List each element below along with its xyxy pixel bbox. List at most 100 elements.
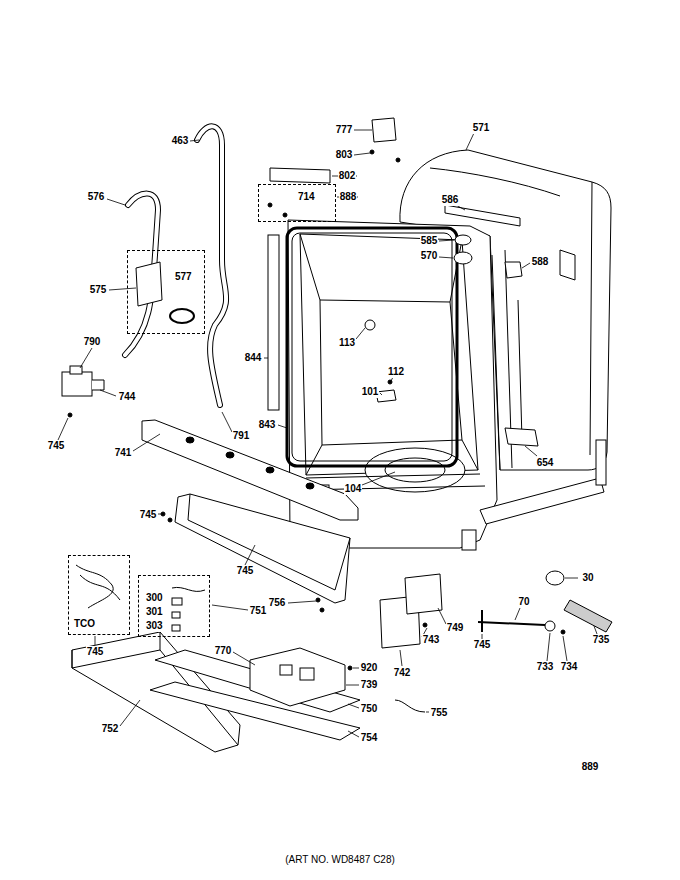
leader-line — [594, 626, 597, 634]
callout-number: 576 — [87, 191, 106, 203]
latch-bracket — [372, 118, 396, 142]
leader-line — [439, 257, 453, 258]
callout-number: 301 — [145, 606, 164, 618]
art-number-note: (ART NO. WD8487 C28) — [284, 854, 396, 866]
callout-number: 585 — [420, 235, 439, 247]
small-parts — [564, 600, 612, 632]
callout-number: 300 — [145, 592, 164, 604]
callout-number: 463 — [171, 135, 190, 147]
leader-line — [58, 418, 68, 440]
control-brackets — [150, 648, 360, 740]
callout-number: 791 — [232, 430, 251, 442]
callout-number: 112 — [387, 366, 405, 378]
hoses — [125, 126, 226, 405]
small-parts — [423, 623, 427, 627]
front-frame — [320, 300, 462, 445]
callout-number: 745 — [86, 646, 105, 658]
water-valve — [92, 380, 104, 390]
callout-number: 735 — [592, 634, 611, 646]
hose-bracket — [170, 309, 194, 323]
control-brackets — [300, 668, 314, 680]
callout-number: 770 — [214, 645, 233, 657]
leader-line — [245, 545, 255, 565]
callout-number: 571 — [472, 122, 491, 134]
leader-line — [212, 605, 248, 610]
tub-parts — [505, 262, 522, 278]
latch-bracket — [396, 158, 400, 162]
latch-bracket — [268, 203, 272, 207]
callout-number: 745 — [473, 639, 492, 651]
leader-line — [278, 425, 287, 428]
callout-number: 756 — [268, 597, 287, 609]
leader-line — [362, 472, 395, 485]
wire-harness — [76, 565, 113, 608]
toe-kick-panel — [142, 420, 358, 520]
callout-number: 745 — [236, 565, 255, 577]
wire-harness — [172, 587, 205, 591]
callout-number: 654 — [536, 457, 555, 469]
base-frame — [480, 478, 604, 524]
front-frame — [365, 448, 465, 492]
callout-number: 754 — [360, 732, 379, 744]
leader-line — [264, 358, 268, 359]
callout-number: 570 — [420, 250, 439, 262]
callout-number: TCO — [73, 618, 96, 630]
leader-line — [95, 636, 96, 645]
callout-number: 714 — [297, 191, 316, 203]
leader-line — [522, 263, 530, 268]
callout-number: 101 — [361, 386, 380, 398]
callout-number: 70 — [517, 596, 530, 608]
small-parts — [395, 700, 425, 712]
toe-kick-panel — [306, 483, 314, 489]
tub-parts — [365, 320, 375, 330]
callout-number: 889 — [581, 761, 600, 773]
leader-line — [288, 601, 316, 603]
leader-line — [158, 514, 162, 515]
wire-harness — [172, 612, 180, 618]
leader-line — [58, 130, 597, 737]
latch-bracket — [268, 118, 400, 217]
leader-line — [565, 578, 578, 579]
dashed-group-box: TCO — [68, 555, 130, 635]
door-gasket — [287, 228, 457, 466]
wire-harness — [80, 575, 120, 600]
callout-number: 577 — [174, 271, 193, 283]
callout-number: 743 — [422, 634, 441, 646]
tub-parts — [365, 205, 538, 446]
leader-line — [426, 712, 429, 713]
dashed-group-box: 300301303 — [138, 575, 210, 637]
leader-line — [354, 153, 370, 155]
small-parts — [478, 622, 545, 625]
callout-number: 790 — [83, 336, 102, 348]
leader-line — [348, 704, 359, 708]
callout-number: 575 — [89, 284, 108, 296]
front-frame — [300, 234, 478, 475]
control-brackets — [348, 666, 352, 670]
callout-number: 104 — [344, 483, 363, 495]
dashed-group-box: 577 — [127, 250, 205, 334]
leader-line — [133, 434, 160, 451]
leader-line — [233, 652, 255, 665]
base-frame — [596, 440, 606, 485]
callout-number: 750 — [360, 703, 379, 715]
callout-number: 751 — [249, 605, 268, 617]
latch-bracket — [283, 213, 287, 217]
leader-line — [80, 348, 92, 368]
leader-line — [354, 130, 372, 131]
toe-kick-panel — [226, 452, 234, 458]
callout-number: 734 — [560, 661, 579, 673]
latch-bracket — [270, 168, 330, 183]
callout-number: 588 — [531, 256, 550, 268]
latch-bracket — [370, 150, 374, 154]
tub-shell — [560, 250, 575, 280]
tub-parts — [505, 428, 538, 446]
leader-line — [563, 636, 567, 661]
callout-number: 742 — [393, 667, 412, 679]
leader-line — [400, 650, 402, 666]
leader-line — [107, 199, 125, 205]
callout-number: 739 — [360, 679, 379, 691]
dashed-group-box: 714 — [258, 184, 336, 222]
tub-parts — [454, 252, 472, 264]
callout-number: 586 — [441, 194, 460, 206]
